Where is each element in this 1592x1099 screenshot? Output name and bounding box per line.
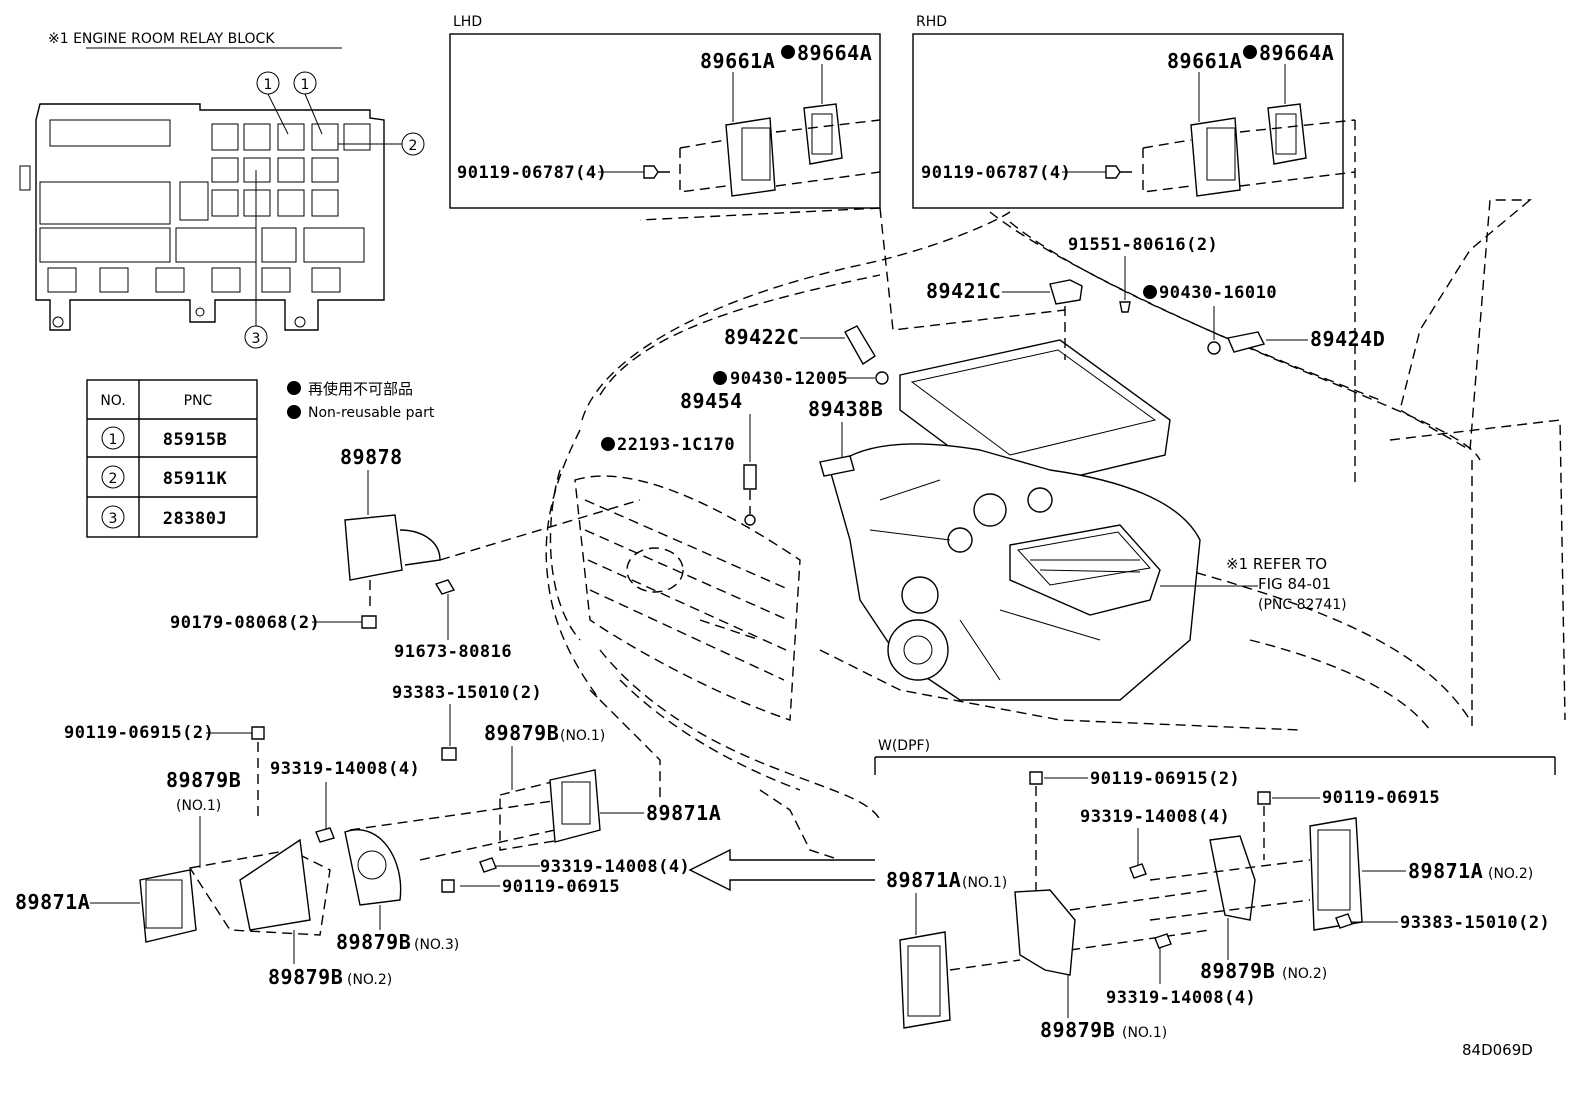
- left-assembly: 89878 90179-08068(2) 91673-80816 93383-1…: [15, 445, 721, 989]
- lhd-89661A: 89661A: [700, 49, 775, 73]
- bullet-icon: [287, 381, 301, 395]
- engine-labels: 91551-80616(2) 89421C 90430-16010 89424D…: [601, 235, 1385, 613]
- lhd-90119-06787: 90119-06787(4): [457, 163, 607, 183]
- r-label-89879B-no1: 89879B: [1040, 1018, 1115, 1042]
- label-90119-06915-2: 90119-06915(2): [64, 723, 214, 743]
- lhd-label: LHD: [453, 14, 482, 30]
- r-label-90119-06915-2: 90119-06915(2): [1090, 769, 1240, 789]
- label-93319-14008-a: 93319-14008(4): [270, 759, 420, 779]
- non-reusable-icon: [713, 371, 727, 385]
- label-22193-1C170: 22193-1C170: [617, 435, 735, 455]
- r-label-93319-14008-b: 93319-14008(4): [1106, 988, 1256, 1008]
- table-row-1-pnc: 85915B: [163, 430, 227, 450]
- label-93319-14008-b: 93319-14008(4): [540, 857, 690, 877]
- rhd-box: RHD 89661A 89664A 90119-06787(4): [912, 14, 1356, 209]
- table-row-1-no: 1: [109, 432, 118, 448]
- legend: 再使用不可部品 Non-reusable part: [287, 380, 435, 421]
- label-89878: 89878: [340, 445, 403, 469]
- r-label-89871A-no1: 89871A: [886, 868, 961, 892]
- label-89879B-no1-top-sub: (NO.1): [560, 728, 605, 744]
- callout-3: 3: [252, 331, 261, 347]
- refer-line1: ※1 REFER TO: [1226, 555, 1327, 573]
- r-label-93319-14008-a: 93319-14008(4): [1080, 807, 1230, 827]
- arrow-left-icon: [688, 848, 875, 892]
- r-label-89879B-no1-sub: (NO.1): [1122, 1025, 1167, 1041]
- vehicle-body: [545, 199, 1566, 871]
- label-89879B-no3: 89879B: [336, 930, 411, 954]
- table-header-pnc: PNC: [184, 393, 213, 409]
- label-90430-16010: 90430-16010: [1159, 283, 1277, 303]
- label-90119-06915-a: 90119-06915: [502, 877, 620, 897]
- r-label-93383-15010: 93383-15010(2): [1400, 913, 1550, 933]
- label-89879B-no1-top: 89879B: [484, 721, 559, 745]
- r-label-89879B-no2-sub: (NO.2): [1282, 966, 1327, 982]
- relay-block-title: ※1 ENGINE ROOM RELAY BLOCK: [48, 31, 275, 47]
- callout-2: 2: [409, 138, 418, 154]
- label-89438B: 89438B: [808, 397, 883, 421]
- label-89879B-no2-sub: (NO.2): [347, 972, 392, 988]
- callout-1a: 1: [264, 77, 273, 93]
- lhd-89664A: 89664A: [797, 41, 872, 65]
- label-91673-80816: 91673-80816: [394, 642, 512, 662]
- non-reusable-icon: [1243, 45, 1257, 59]
- rhd-label: RHD: [916, 14, 947, 30]
- rhd-89664A: 89664A: [1259, 41, 1334, 65]
- label-90179-08068: 90179-08068(2): [170, 613, 320, 633]
- bullet-icon: [287, 405, 301, 419]
- table-row-2-no: 2: [109, 471, 118, 487]
- non-reusable-icon: [1143, 285, 1157, 299]
- engine: [829, 339, 1258, 701]
- leader-lines: [639, 120, 1356, 485]
- wdpf-label: W(DPF): [878, 738, 930, 754]
- non-reusable-icon: [601, 437, 615, 451]
- r-label-89879B-no2: 89879B: [1200, 959, 1275, 983]
- label-93383-15010: 93383-15010(2): [392, 683, 542, 703]
- table-header-no: NO.: [100, 393, 125, 409]
- label-89871A-left: 89871A: [15, 890, 90, 914]
- label-89879B-no2: 89879B: [268, 965, 343, 989]
- label-89422C: 89422C: [724, 325, 799, 349]
- r-label-89871A-no2-sub: (NO.2): [1488, 866, 1533, 882]
- table-row-3-no: 3: [109, 511, 118, 527]
- label-89879B-left: 89879B: [166, 768, 241, 792]
- pnc-table: NO. PNC 1 85915B 2 85911K 3 28380J: [86, 379, 258, 538]
- label-89454: 89454: [680, 389, 743, 413]
- refer-line2: FIG 84-01: [1258, 575, 1331, 593]
- label-89421C: 89421C: [926, 279, 1001, 303]
- table-row-3-pnc: 28380J: [163, 509, 227, 529]
- refer-line3: (PNC 82741): [1258, 597, 1347, 613]
- r-label-90119-06915: 90119-06915: [1322, 788, 1440, 808]
- label-89871A-center: 89871A: [646, 801, 721, 825]
- lhd-box: LHD 89661A 89664A 90119-06787(4): [449, 14, 881, 209]
- legend-jp: 再使用不可部品: [308, 380, 413, 398]
- engine-room-relay-block: ※1 ENGINE ROOM RELAY BLOCK: [19, 31, 425, 349]
- label-89879B-left-sub: (NO.1): [176, 798, 221, 814]
- label-89879B-no3-sub: (NO.3): [414, 937, 459, 953]
- r-label-89871A-no2: 89871A: [1408, 859, 1483, 883]
- callout-1b: 1: [301, 77, 310, 93]
- figure-id: 84D069D: [1462, 1041, 1533, 1059]
- rhd-89661A: 89661A: [1167, 49, 1242, 73]
- table-row-2-pnc: 85911K: [163, 469, 228, 489]
- label-89424D: 89424D: [1310, 327, 1385, 351]
- non-reusable-icon: [781, 45, 795, 59]
- label-90430-12005: 90430-12005: [730, 369, 848, 389]
- rhd-90119-06787: 90119-06787(4): [921, 163, 1071, 183]
- label-91551-80616: 91551-80616(2): [1068, 235, 1218, 255]
- r-label-89871A-no1-sub: (NO.1): [962, 875, 1007, 891]
- wdpf-group: W(DPF) 90119-06915(2) 90119-06915 93319-…: [874, 738, 1556, 1042]
- legend-en: Non-reusable part: [308, 405, 435, 421]
